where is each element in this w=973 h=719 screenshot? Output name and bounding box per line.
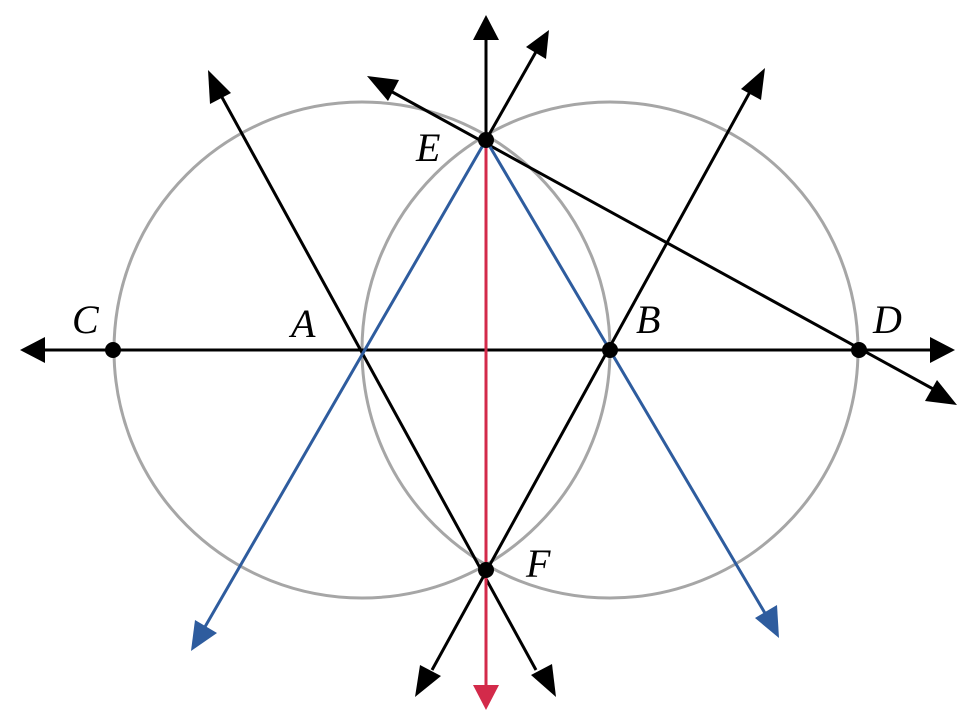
- arrowhead-ed-top-icon: [367, 76, 399, 101]
- arrowhead-c-end-icon: [20, 337, 45, 363]
- label-a: A: [288, 301, 316, 346]
- point-f: [478, 562, 494, 578]
- arrowhead-af-bottom-icon: [531, 664, 556, 697]
- point-b: [602, 342, 618, 358]
- arrowhead-ed-bottom-icon: [925, 380, 957, 405]
- label-e: E: [415, 125, 440, 170]
- arrowhead-blue-right-icon: [755, 605, 779, 638]
- arrowhead-upright-icon: [526, 30, 549, 59]
- label-f: F: [525, 541, 551, 586]
- line-e-upright: [484, 49, 539, 141]
- line-ed: [384, 86, 936, 392]
- arrowhead-d-end-icon: [930, 337, 955, 363]
- arrowhead-blue-left-icon: [191, 620, 217, 651]
- point-c: [105, 342, 121, 358]
- label-c: C: [72, 297, 100, 342]
- point-e: [478, 132, 494, 148]
- label-d: D: [872, 297, 902, 342]
- line-af: [216, 89, 538, 671]
- arrowhead-up-icon: [473, 15, 499, 40]
- arrowhead-bf-bottom-icon: [415, 665, 441, 697]
- line-ea: [200, 139, 488, 633]
- arrowhead-red-down-icon: [473, 685, 499, 710]
- line-eb: [484, 139, 771, 621]
- point-d: [851, 342, 867, 358]
- line-bf: [430, 89, 753, 671]
- arrowhead-af-top-icon: [208, 70, 231, 104]
- arrowhead-bf-top-icon: [741, 68, 765, 100]
- label-b: B: [636, 297, 660, 342]
